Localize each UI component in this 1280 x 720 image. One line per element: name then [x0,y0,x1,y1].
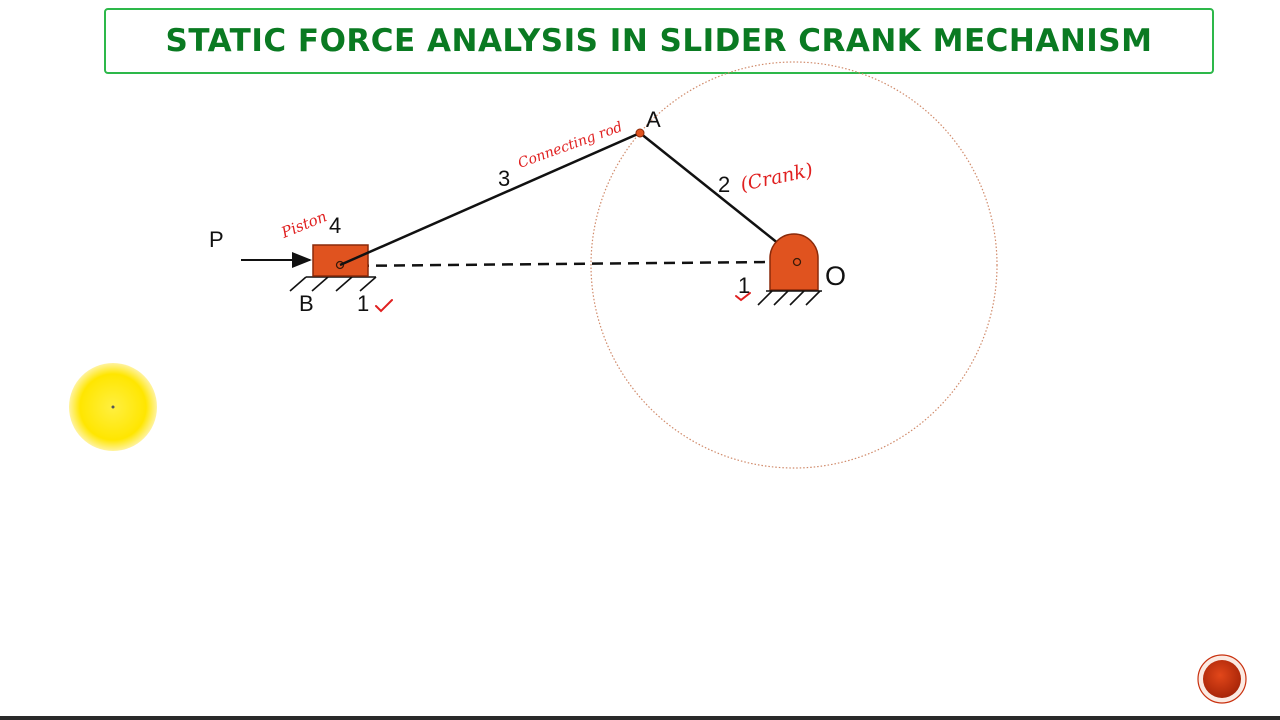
line-of-stroke [339,260,771,268]
pivot-ground-label: 1 [738,273,750,298]
slider-ground-label: 1 [357,291,369,316]
pivot-label-o: O [825,261,846,291]
crank-path-circle [590,61,998,469]
pivot-pin [792,257,802,267]
bottom-border [0,716,1280,720]
crank-annotation: (Crank) [738,159,814,196]
connecting-rod [339,131,641,267]
piston-annotation: Piston [278,207,330,242]
crank-link [639,132,785,249]
piston-pin [335,260,345,270]
piston-number-label: 4 [329,213,341,238]
crank-pin-a [635,128,645,138]
piston-block [312,244,369,277]
nav-circle-button-icon[interactable] [1197,654,1247,704]
slider-ground-hatch [289,276,377,292]
page-title: STATIC FORCE ANALYSIS IN SLIDER CRANK ME… [165,23,1153,59]
pointer-center-dot [111,405,115,409]
check-mark-icon [735,292,751,302]
force-label-p: P [209,227,224,252]
pivot-ground-hatch [757,290,822,306]
check-mark-icon [375,299,393,313]
slider-point-label-b: B [299,291,314,316]
rod-number-label: 3 [498,166,510,191]
crank-pin-label-a: A [646,107,661,132]
title-box: STATIC FORCE ANALYSIS IN SLIDER CRANK ME… [104,8,1214,74]
crank-number-label: 2 [718,172,730,197]
